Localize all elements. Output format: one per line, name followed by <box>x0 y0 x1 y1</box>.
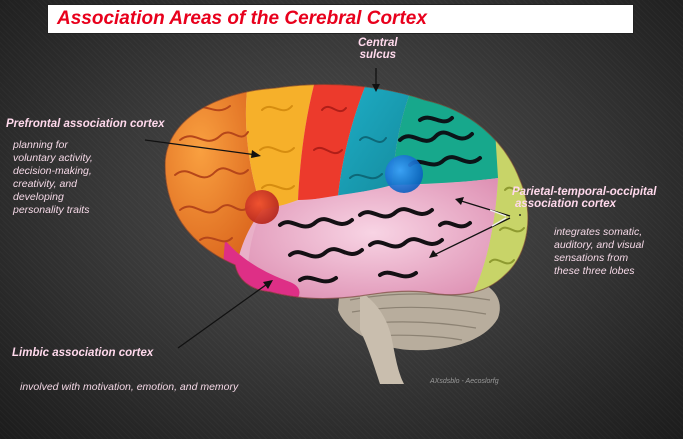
parietal-pointer-2 <box>431 217 511 257</box>
prefrontal-desc-line: planning for <box>13 139 68 151</box>
somatosensory-hotspot <box>385 155 423 193</box>
limbic-pointer <box>177 281 271 349</box>
parietal-desc-line: auditory, and visual <box>554 239 644 251</box>
prefrontal-name: Prefrontal association cortex <box>6 118 165 130</box>
prefrontal-pointer <box>144 139 258 156</box>
parietal-name: Parietal-temporal-occipital association … <box>512 186 656 210</box>
artist-signature: AXsdsblo - Aecoslorfg <box>430 378 499 385</box>
page-title: Association Areas of the Cerebral Cortex <box>57 8 427 29</box>
prefrontal-desc-line: developing <box>13 191 64 203</box>
title-box: Association Areas of the Cerebral Cortex <box>47 4 634 34</box>
temporal-region <box>247 178 498 299</box>
prefrontal-desc-line: creativity, and <box>13 178 77 190</box>
limbic-name: Limbic association cortex <box>12 347 154 359</box>
parietal-name-line: association cortex <box>515 198 616 210</box>
parietal-pointer-white <box>489 209 507 217</box>
prefrontal-desc-line: decision-making, <box>13 165 92 177</box>
brainstem <box>360 292 404 384</box>
motor-hotspot <box>245 190 279 224</box>
central-sulcus-label: Central sulcus <box>358 37 398 61</box>
parietal-desc-line: sensations from <box>554 252 629 264</box>
central-sulcus-line-1: Central <box>358 37 398 49</box>
limbic-description: involved with motivation, emotion, and m… <box>20 381 239 393</box>
prefrontal-description: planning for voluntary activity, decisio… <box>13 139 93 217</box>
motor-cortex-region <box>298 84 372 200</box>
somatosensory-region <box>338 84 420 196</box>
parietal-description: integrates somatic, auditory, and visual… <box>554 226 644 278</box>
occipital-region <box>470 130 528 299</box>
central-sulcus-line-2: sulcus <box>359 49 397 61</box>
parietal-name-line: Parietal-temporal-occipital <box>512 186 657 198</box>
parietal-pointer-1 <box>457 199 511 217</box>
prefrontal-desc-line: personality traits <box>13 204 90 216</box>
prefrontal-desc-line: voluntary activity, <box>13 152 93 164</box>
parietal-desc-line: integrates somatic, <box>554 226 643 238</box>
parietal-desc-line: these three lobes <box>554 265 635 277</box>
